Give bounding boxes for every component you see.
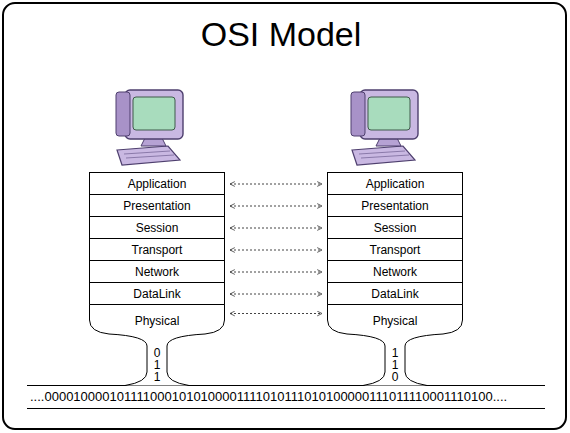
layer-box: Transport [89,238,225,261]
layer-box: Application [327,172,463,195]
layer-box: Application [89,172,225,195]
keyboard-keys [361,155,409,158]
layer-name: Physical [135,314,180,328]
peer-connector [230,228,322,229]
monitor-body [360,90,418,139]
monitor-screen [133,97,175,130]
monitor-screen [368,97,410,130]
monitor-body [125,90,183,139]
bitstream-line [27,408,545,409]
peer-connector [230,272,322,273]
bitstream-line [27,385,545,386]
bit-digit: 1 [154,371,161,383]
bit-digit: 1 [392,347,399,359]
layer-box: Session [89,216,225,239]
layer-name: Application [128,177,187,191]
layer-name: Application [366,177,425,191]
computer-illustration [351,90,418,165]
bit-digit: 0 [154,347,161,359]
layer-box: DataLink [89,282,225,305]
funnel-border [90,305,225,386]
layer-box: Presentation [327,194,463,217]
layer-name: Transport [132,243,183,257]
keyboard [352,146,415,165]
bit-digit: 0 [392,371,399,383]
funnel-fill [90,305,225,386]
layer-name: DataLink [133,287,180,301]
funnel-fill [328,305,463,386]
monitor-side [351,92,365,136]
funnel-border [328,305,463,386]
diagram-title: OSI Model [0,14,562,54]
layer-box: Transport [327,238,463,261]
layer-box: Presentation [89,194,225,217]
layer-name: Transport [370,243,421,257]
layer-box: DataLink [327,282,463,305]
layer-box: Session [327,216,463,239]
keyboard [117,146,180,165]
layer-name: Session [374,221,417,235]
layer-box: Network [327,260,463,283]
layer-name: Presentation [123,199,190,213]
bit-digit: 1 [154,359,161,371]
layer-name: Network [373,265,417,279]
bit-digit: 1 [392,359,399,371]
layer-name: DataLink [371,287,418,301]
computer-illustration [116,90,183,165]
layer-name: Network [135,265,179,279]
layer-name: Presentation [361,199,428,213]
layer-name: Session [136,221,179,235]
peer-connector [230,206,322,207]
peer-connector [230,313,322,314]
peer-connector [230,294,322,295]
bit-stream: ....000010000101111000101010000111101011… [30,391,507,403]
peer-connector [230,250,322,251]
keyboard-keys [359,151,405,154]
layer-name: Physical [373,314,418,328]
peer-connector [230,184,322,185]
page-frame [3,3,566,429]
layer-box: Network [89,260,225,283]
keyboard-keys [126,155,174,158]
monitor-side [116,92,130,136]
keyboard-keys [124,151,170,154]
